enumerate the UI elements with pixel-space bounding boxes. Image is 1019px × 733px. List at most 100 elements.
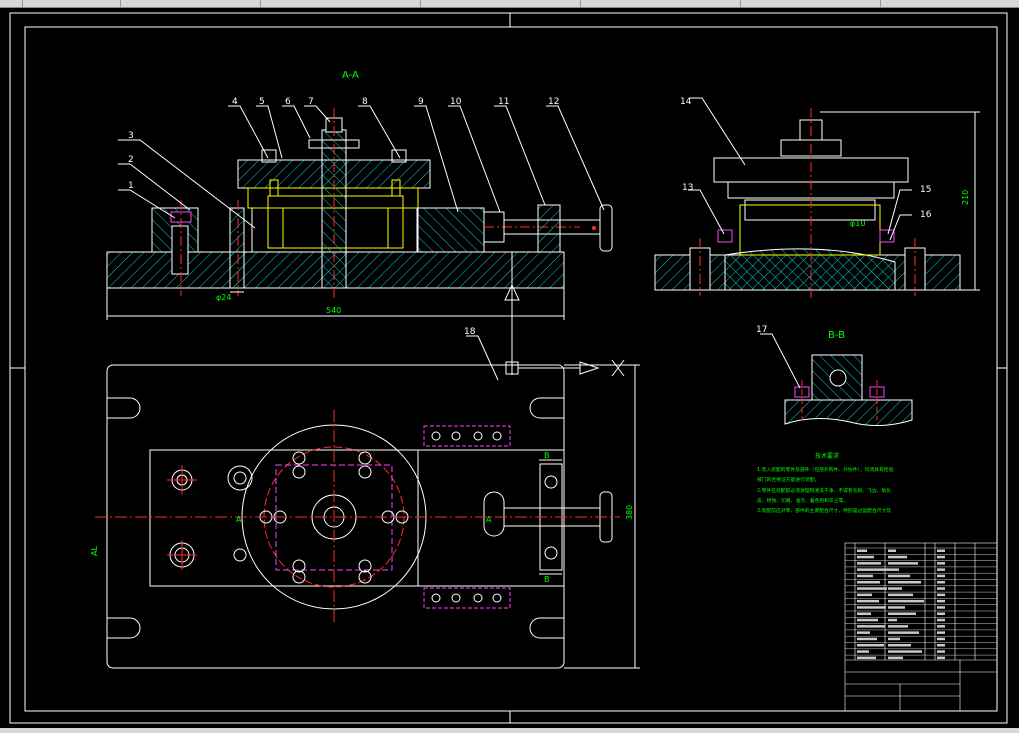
parts-list-cell-text bbox=[857, 593, 872, 597]
parts-list-cell-text bbox=[937, 656, 945, 660]
plan-view bbox=[95, 335, 640, 669]
tech-req-line-5: 3.装配前应对零、部件的主要配合尺寸，特别是过盈配合尺寸及 bbox=[757, 507, 891, 514]
parts-list-cell-text bbox=[857, 637, 877, 641]
parts-list-cell-text bbox=[857, 612, 871, 615]
parts-list-cell-text bbox=[888, 593, 913, 597]
title-block bbox=[844, 542, 998, 712]
part-number-18: 18 bbox=[464, 327, 476, 337]
parts-list-cell-text bbox=[888, 568, 899, 571]
tech-req-title: 技术要求 bbox=[815, 452, 839, 460]
part-number-9: 9 bbox=[418, 97, 424, 107]
parts-list-cell-text bbox=[888, 625, 908, 628]
window-status-strip bbox=[0, 728, 1019, 733]
parts-list-cell-text bbox=[937, 637, 945, 641]
parts-list-cell-text bbox=[937, 568, 945, 571]
section-aa-label: A-A bbox=[342, 70, 359, 81]
part-number-3: 3 bbox=[128, 131, 134, 141]
parts-list-cell-text bbox=[857, 625, 885, 628]
parts-list-cell-text bbox=[888, 562, 918, 565]
title-block-fill bbox=[857, 549, 945, 660]
tech-req-line-4: 皮、锈蚀、切屑、油污、着色剂和灰尘等。 bbox=[757, 497, 848, 504]
parts-list-cell-text bbox=[888, 631, 919, 634]
parts-list-cell-text bbox=[937, 599, 945, 603]
part-number-13: 13 bbox=[682, 183, 693, 193]
parts-list-cell-text bbox=[937, 587, 945, 590]
parts-list-cell-text bbox=[888, 555, 907, 559]
parts-list-cell-text bbox=[937, 581, 945, 584]
parts-list-cell-text bbox=[888, 581, 921, 584]
parts-list-cell-text bbox=[857, 599, 879, 603]
sheet-border bbox=[9, 12, 1008, 724]
part-number-2: 2 bbox=[128, 155, 134, 165]
title-block-rows bbox=[845, 547, 997, 656]
tech-req-line-2: 部门的合格证方能进行装配。 bbox=[757, 476, 819, 483]
parts-list-cell-text bbox=[888, 587, 902, 590]
parts-list-cell-text bbox=[937, 644, 945, 647]
part-number-12: 12 bbox=[548, 97, 559, 107]
dim-210: 210 bbox=[961, 190, 970, 205]
view-mark-a-right: A bbox=[486, 515, 492, 524]
parts-list-cell-text bbox=[937, 618, 945, 622]
dim-phi24: φ24 bbox=[216, 293, 231, 302]
section-bb-view: B-B bbox=[760, 330, 913, 426]
part-number-14: 14 bbox=[680, 97, 692, 107]
view-mark-a-side: AL bbox=[90, 546, 99, 556]
parts-list-cell-text bbox=[857, 555, 874, 559]
part-number-7: 7 bbox=[308, 97, 314, 107]
part-numbers: 1 2 3 4 5 6 7 8 9 10 11 12 13 14 15 16 1… bbox=[128, 97, 932, 337]
parts-list-cell-text bbox=[937, 625, 945, 628]
parts-list-cell-text bbox=[937, 562, 945, 565]
parts-list-cell-text bbox=[937, 574, 945, 578]
plan-view-labels: 380 A A AL B B bbox=[90, 451, 634, 584]
part-number-5: 5 bbox=[259, 97, 265, 107]
parts-list-cell-text bbox=[857, 656, 876, 660]
view-mark-b-bottom: B bbox=[544, 575, 550, 584]
parts-list-cell-text bbox=[888, 612, 916, 615]
parts-list-cell-text bbox=[857, 587, 887, 590]
parts-list-cell-text bbox=[857, 631, 870, 634]
part-number-8: 8 bbox=[362, 97, 368, 107]
part-number-6: 6 bbox=[285, 97, 291, 107]
parts-list-cell-text bbox=[857, 644, 884, 647]
parts-list-cell-text bbox=[857, 568, 888, 571]
parts-list-cell-text bbox=[857, 618, 878, 622]
parts-list-cell-text bbox=[937, 650, 945, 653]
parts-list-cell-text bbox=[888, 606, 905, 609]
parts-list-cell-text bbox=[888, 650, 922, 653]
dim-380: 380 bbox=[625, 505, 634, 520]
parts-list-cell-text bbox=[857, 606, 886, 609]
section-bb-label: B-B bbox=[828, 330, 845, 341]
parts-list-cell-text bbox=[937, 555, 945, 559]
view-mark-a-left: A bbox=[236, 515, 242, 524]
parts-list-cell-text bbox=[888, 656, 903, 660]
side-view: 210 φ10 bbox=[654, 97, 980, 298]
parts-list-cell-text bbox=[888, 644, 911, 647]
parts-list-cell-text bbox=[888, 574, 910, 578]
aa-leaders bbox=[118, 105, 605, 229]
parts-list-cell-text bbox=[857, 574, 873, 578]
parts-list-cell-text bbox=[888, 549, 896, 552]
view-mark-b-top: B bbox=[544, 451, 550, 460]
window-toolbar-strip bbox=[0, 0, 1019, 8]
parts-list-cell-text bbox=[937, 631, 945, 634]
parts-list-cell-text bbox=[888, 618, 897, 622]
section-aa-view: A-A bbox=[106, 70, 613, 365]
dim-540: 540 bbox=[326, 306, 341, 315]
parts-list-cell-text bbox=[857, 549, 867, 552]
part-number-16: 16 bbox=[920, 210, 932, 220]
parts-list-cell-text bbox=[937, 593, 945, 597]
parts-list-cell-text bbox=[888, 599, 924, 603]
part-number-11: 11 bbox=[498, 97, 509, 107]
parts-list-cell-text bbox=[937, 606, 945, 609]
parts-list-cell-text bbox=[857, 581, 880, 584]
parts-list-cell-text bbox=[857, 562, 881, 565]
tech-req-line-1: 1.装入装配的零件及部件（包括外购件、外协件），均须具有检验 bbox=[757, 466, 894, 473]
parts-list-cell-text bbox=[857, 650, 869, 653]
part-number-10: 10 bbox=[450, 97, 462, 107]
dim-phi10: φ10 bbox=[850, 219, 865, 228]
parts-list-cell-text bbox=[937, 549, 945, 552]
part-number-1: 1 bbox=[128, 181, 134, 191]
parts-list-cell-text bbox=[937, 612, 945, 615]
part-number-15: 15 bbox=[920, 185, 931, 195]
